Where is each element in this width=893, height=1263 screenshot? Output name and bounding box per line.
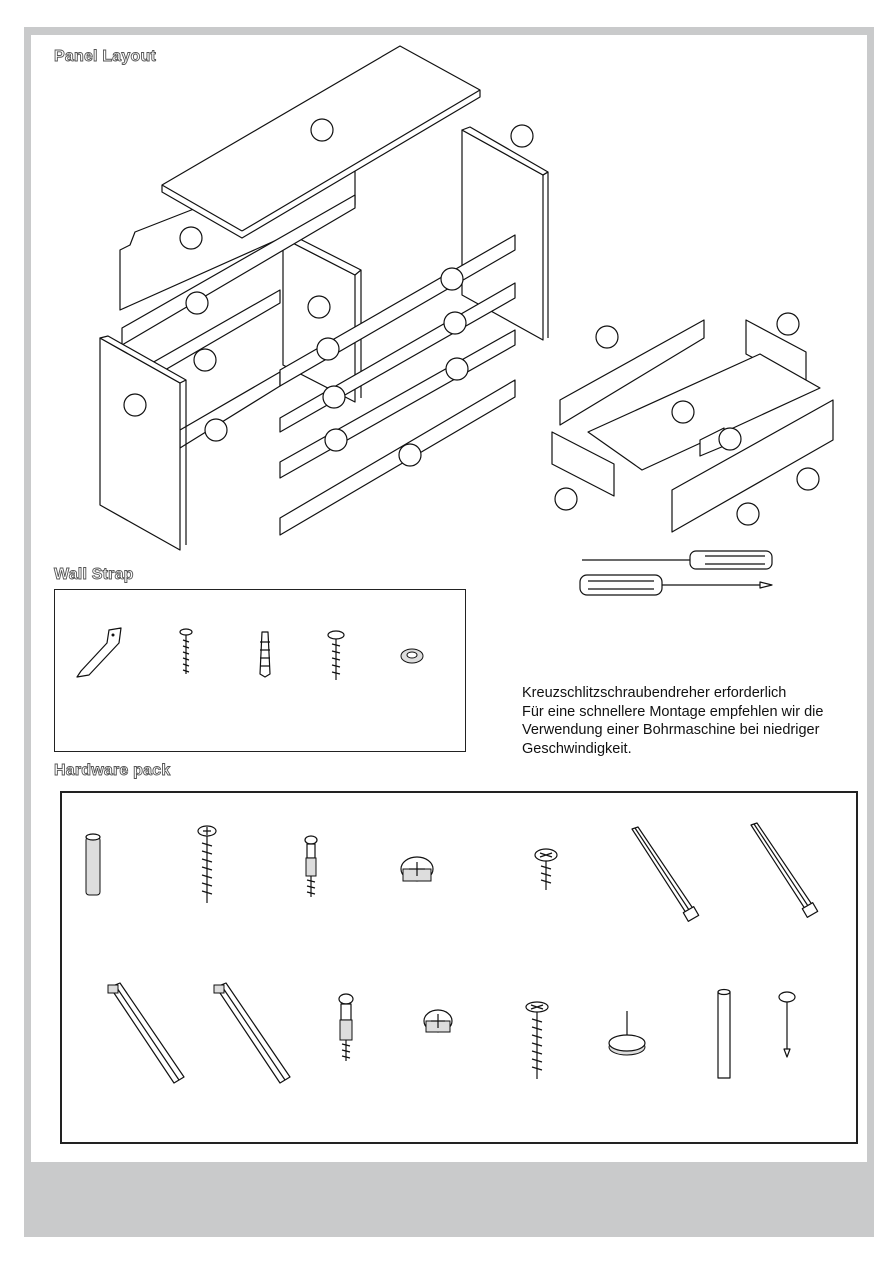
note-line-1: Kreuzschlitzschraubendreher erforderlich [522, 685, 787, 701]
long-screw-icon [197, 825, 217, 903]
rod-icon [717, 988, 731, 1079]
cam-bolt-icon [338, 993, 354, 1061]
note-line-2: Für eine schnellere Montage empfehlen wi… [522, 703, 824, 720]
part-number-circles [123, 118, 820, 526]
drawer-runner-icon [750, 822, 819, 918]
hardware-pack-heading: Hardware pack [54, 762, 171, 780]
panel-layout-heading: Panel Layout [54, 48, 157, 66]
phillips-screwdriver-icon [579, 574, 773, 596]
wall-strap-box [54, 589, 466, 752]
cam-bolt-icon [304, 835, 318, 897]
dowel-icon [85, 833, 101, 896]
wall-strap-heading: Wall Strap [54, 566, 134, 584]
drawer-runner-icon [213, 982, 291, 1084]
cam-lock-icon [400, 856, 434, 882]
drawer-runner-icon [631, 826, 700, 922]
flat-screwdriver-icon [582, 550, 773, 570]
tool-note: Kreuzschlitzschraubendreher erforderlich… [522, 684, 862, 758]
washer-screw-icon [327, 630, 345, 680]
note-line-4: Geschwindigkeit. [522, 740, 632, 757]
screw-icon [179, 628, 193, 674]
drawer-runner-icon [107, 982, 185, 1084]
short-screw-icon [534, 848, 558, 890]
note-line-3: Verwendung einer Bohrmaschine bei niedri… [522, 722, 820, 738]
hardware-pack-box [60, 791, 858, 1144]
strap-icon [76, 627, 122, 678]
washer-icon [400, 648, 424, 664]
glide-foot-icon [608, 1011, 646, 1056]
panel-layout-diagram [99, 45, 834, 551]
wall-plug-icon [259, 631, 271, 678]
nail-icon [778, 991, 796, 1058]
long-screw-icon [525, 1001, 549, 1079]
cam-lock-icon [423, 1009, 453, 1033]
